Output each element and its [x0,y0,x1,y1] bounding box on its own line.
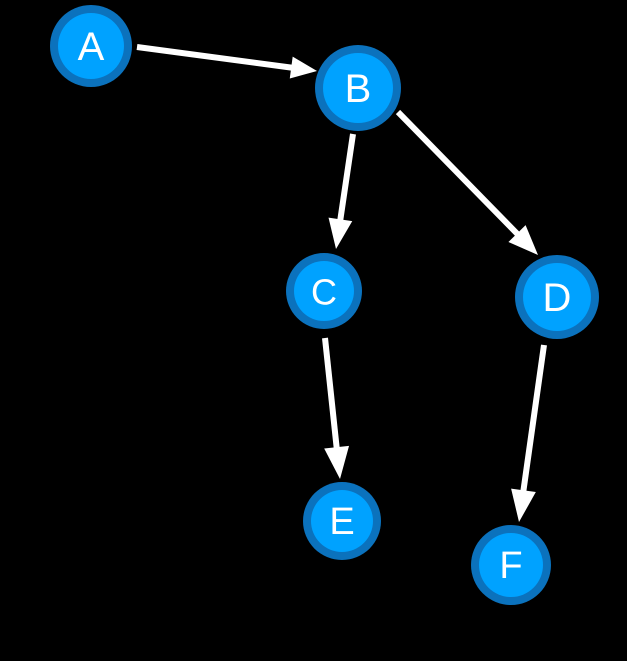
arrowhead-icon [511,488,536,522]
arrowhead-icon [289,56,317,79]
edge-b-to-d[interactable] [395,109,538,255]
edge-line [322,337,341,452]
edge-line [336,133,356,224]
nodes-layer: A B C D E F [50,5,599,605]
node-core [323,53,393,123]
graph-node-a[interactable]: A [50,5,132,87]
arrowhead-icon [324,445,350,479]
node-label: F [499,545,522,587]
arrowhead-icon [508,225,538,255]
node-core [58,13,124,79]
node-core [523,263,591,331]
edge-a-to-b[interactable] [136,44,317,79]
edge-c-to-e[interactable] [322,337,350,479]
node-label: B [345,67,372,111]
graph-node-e[interactable]: E [303,482,381,560]
node-label: D [543,276,572,320]
graph-node-c[interactable]: C [286,253,362,329]
node-label: C [311,272,337,313]
node-label: A [78,25,105,69]
edge-d-to-f[interactable] [511,344,547,522]
arrowhead-icon [328,217,353,249]
graph-node-b[interactable]: B [315,45,401,131]
graph-node-f[interactable]: F [471,525,551,605]
edge-line [136,44,296,72]
node-core [294,261,354,321]
edges-layer [136,44,547,522]
edge-line [519,344,547,495]
node-core [311,490,373,552]
graph-node-d[interactable]: D [515,255,599,339]
node-core [479,533,543,597]
edge-line [395,109,522,239]
node-label: E [329,501,354,543]
edge-b-to-c[interactable] [328,133,356,249]
